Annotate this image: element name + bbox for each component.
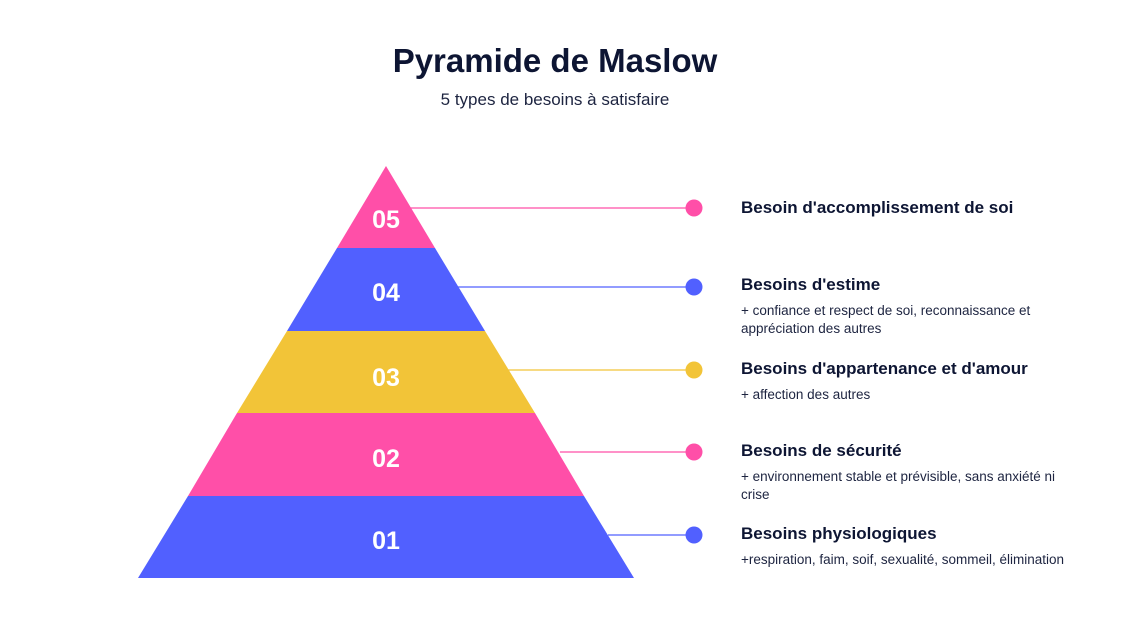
connector-dot-04 (685, 278, 703, 296)
level-title-01: Besoins physiologiques (741, 524, 937, 543)
level-label-03: Besoins d'appartenance et d'amour + affe… (741, 358, 1101, 404)
pyramid-level-04 (287, 248, 485, 331)
level-number-01: 01 (372, 527, 400, 555)
connector-dot-02 (685, 443, 703, 461)
connector-dot-01 (685, 526, 703, 544)
pyramid-level-03 (237, 331, 535, 413)
level-label-04: Besoins d'estime + confiance et respect … (741, 274, 1101, 338)
level-description-02: + environnement stable et prévisible, sa… (741, 469, 1056, 502)
level-label-05: Besoin d'accomplissement de soi (741, 197, 1101, 219)
level-number-05: 05 (372, 206, 400, 234)
level-number-02: 02 (372, 445, 400, 473)
page-title: Pyramide de Maslow (392, 42, 718, 79)
level-title-04: Besoins d'estime (741, 275, 881, 294)
level-title-02: Besoins de sécurité (741, 441, 902, 460)
level-label-01: Besoins physiologiques +respiration, fai… (741, 523, 1101, 569)
connector-dot-05 (685, 199, 703, 217)
level-description-04: + confiance et respect de soi, reconnais… (741, 303, 1031, 336)
pyramid-level-01 (138, 496, 634, 578)
level-description-01: +respiration, faim, soif, sexualité, som… (741, 552, 1065, 567)
connector-dot-03 (685, 361, 703, 379)
pyramid-level-02 (188, 413, 584, 496)
page-subtitle: 5 types de besoins à satisfaire (440, 90, 670, 109)
level-description-03: + affection des autres (741, 387, 871, 402)
level-number-04: 04 (372, 279, 400, 307)
level-number-03: 03 (372, 364, 400, 392)
level-title-03: Besoins d'appartenance et d'amour (741, 359, 1028, 378)
level-title-05: Besoin d'accomplissement de soi (741, 198, 1014, 217)
level-label-02: Besoins de sécurité + environnement stab… (741, 440, 1101, 504)
pyramid-level-05 (337, 166, 435, 248)
